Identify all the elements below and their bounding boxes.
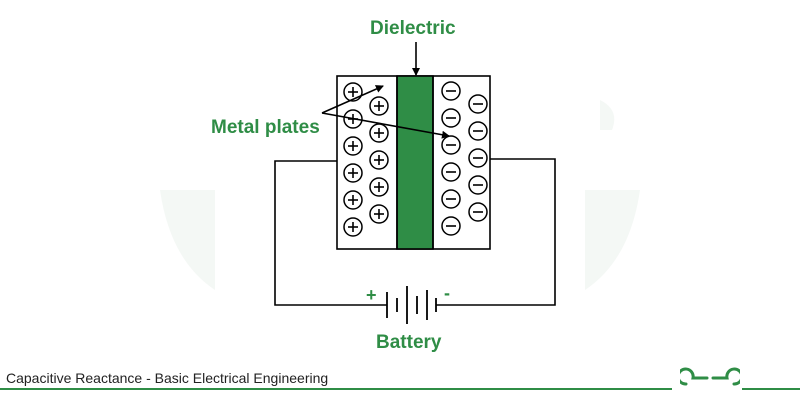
negative-charge-icon (468, 121, 488, 141)
negative-charge-icon (468, 202, 488, 222)
positive-charge-icon (343, 163, 363, 183)
positive-charge-icon (343, 136, 363, 156)
circuit-wires (274, 158, 556, 306)
negative-charges (441, 81, 488, 236)
footer-bar: Capacitive Reactance - Basic Electrical … (0, 364, 800, 400)
geeksforgeeks-logo-icon (680, 367, 740, 386)
positive-charge-icon (343, 217, 363, 237)
positive-charge-icon (369, 204, 389, 224)
positive-charge-icon (369, 96, 389, 116)
negative-charge-icon (441, 216, 461, 236)
right-wire (434, 158, 556, 306)
metal-plates-arrow-right (321, 112, 450, 139)
negative-charge-icon (441, 81, 461, 101)
positive-charge-icon (369, 123, 389, 143)
footer-divider-right (742, 388, 800, 390)
negative-charge-icon (468, 148, 488, 168)
metal-plates-label: Metal plates (211, 117, 320, 138)
footer-caption: Capacitive Reactance - Basic Electrical … (6, 370, 329, 386)
negative-charge-icon (468, 94, 488, 114)
left-wire (274, 160, 387, 306)
battery-label: Battery (376, 332, 442, 353)
negative-charge-icon (441, 162, 461, 182)
positive-charge-icon (369, 177, 389, 197)
watermark-shapes (160, 100, 640, 290)
negative-charge-icon (468, 175, 488, 195)
footer-divider (0, 388, 672, 390)
battery-symbol (386, 286, 437, 324)
battery-minus-label: - (444, 283, 450, 303)
positive-charge-icon (343, 190, 363, 210)
dielectric-label: Dielectric (370, 18, 456, 39)
positive-charge-icon (369, 150, 389, 170)
negative-charge-icon (441, 108, 461, 128)
negative-charge-icon (441, 189, 461, 209)
metal-plates-arrow-left (321, 85, 384, 114)
positive-charge-icon (343, 82, 363, 102)
dielectric-layer (396, 75, 434, 250)
negative-charge-icon (441, 135, 461, 155)
battery-plus-label: + (366, 285, 377, 305)
